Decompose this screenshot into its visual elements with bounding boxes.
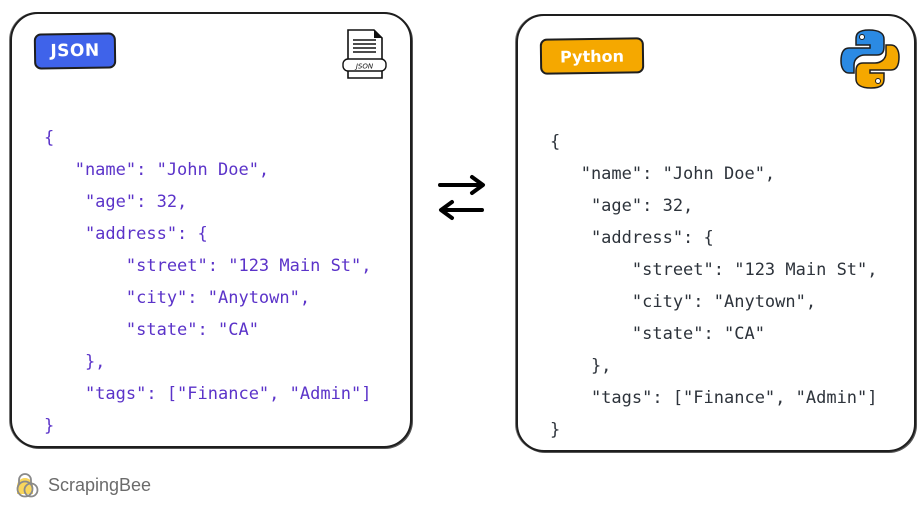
json-file-icon: JSON <box>342 29 387 79</box>
scrapingbee-logo-icon <box>16 473 39 498</box>
code-line: "name": "John Doe", <box>550 164 776 184</box>
code-line: "address": { <box>44 224 208 244</box>
code-line: "tags": ["Finance", "Admin"] <box>44 384 372 404</box>
code-line: "age": 32, <box>550 196 694 216</box>
code-line: "street": "123 Main St", <box>44 256 372 276</box>
bidirectional-arrows-icon <box>438 175 485 220</box>
code-line: { <box>550 132 561 152</box>
code-line: "name": "John Doe", <box>44 160 270 180</box>
footer-brand: ScrapingBee <box>14 472 151 498</box>
code-line: }, <box>550 356 612 376</box>
brand-name: ScrapingBee <box>48 474 152 495</box>
code-line: "city": "Anytown", <box>44 288 311 308</box>
code-line: "city": "Anytown", <box>550 292 817 312</box>
code-line: } <box>550 420 561 440</box>
code-line: "age": 32, <box>44 192 188 212</box>
code-line: "state": "CA" <box>44 320 259 340</box>
svg-text:JSON: JSON <box>354 63 374 71</box>
json-badge-label: JSON <box>50 40 100 62</box>
code-line: } <box>44 416 55 436</box>
json-code-block: { "name": "John Doe", "age": 32, "addres… <box>44 90 372 506</box>
code-line: "address": { <box>550 228 714 248</box>
code-line: "street": "123 Main St", <box>550 260 878 280</box>
python-logo-icon <box>840 29 900 89</box>
python-code-block: { "name": "John Doe", "age": 32, "addres… <box>550 94 878 510</box>
python-badge-label: Python <box>559 46 625 66</box>
python-badge: Python <box>539 37 645 75</box>
json-badge: JSON <box>33 32 117 70</box>
code-line: }, <box>44 352 106 372</box>
code-line: "state": "CA" <box>550 324 765 344</box>
json-panel: JSON JSON { "name": "John Doe", "age": 3… <box>10 12 412 448</box>
python-panel: Python { "name": "John Doe", "age": 32, … <box>516 14 916 452</box>
code-line: "tags": ["Finance", "Admin"] <box>550 388 878 408</box>
code-line: { <box>44 128 55 148</box>
